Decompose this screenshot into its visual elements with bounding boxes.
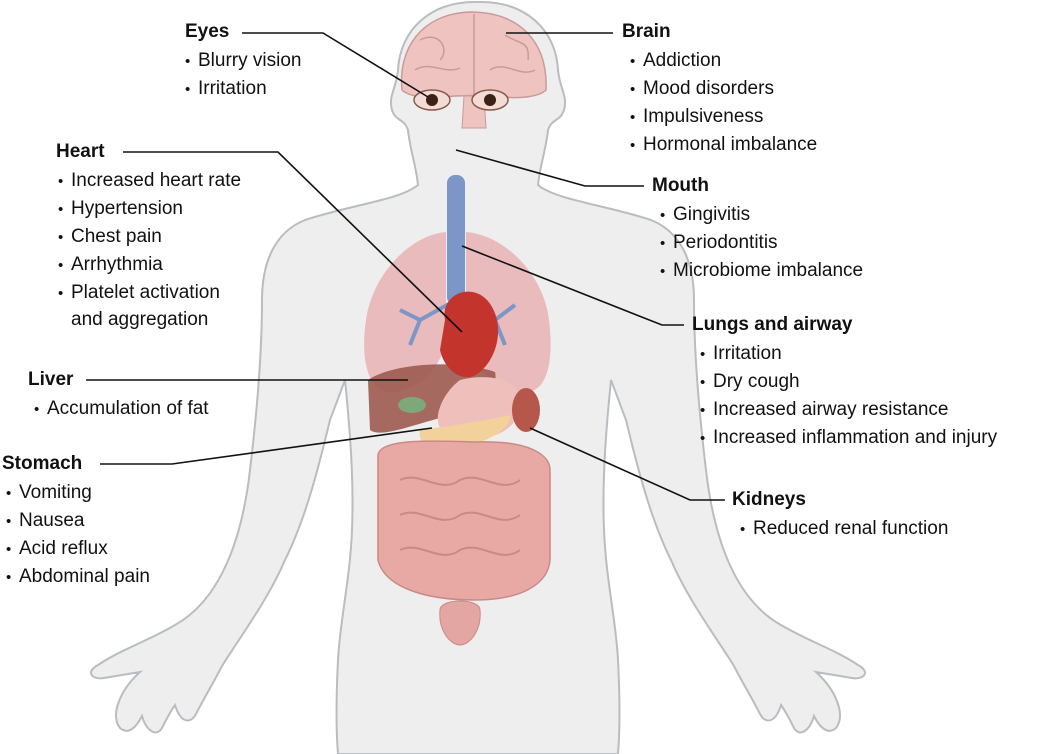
liver-callout: Liver •Accumulation of fat xyxy=(28,368,209,423)
lungs-callout: Lungs and airway •Irritation •Dry cough … xyxy=(692,313,997,452)
list-item: •Periodontitis xyxy=(660,232,778,253)
liver-effects-list: •Accumulation of fat xyxy=(34,395,209,423)
list-item: •Gingivitis xyxy=(660,204,751,225)
bronchial-tree xyxy=(399,298,517,346)
left-kidney xyxy=(512,388,540,432)
list-item: •Addiction xyxy=(630,50,722,71)
brain-title: Brain xyxy=(622,21,671,42)
list-item: •Acid reflux xyxy=(6,538,108,559)
stomach-leader-line xyxy=(100,427,433,465)
brain-effects-list: •Addiction •Mood disorders •Impulsivenes… xyxy=(630,47,817,159)
brain-folds xyxy=(414,14,536,96)
list-item: •Increased inflammation and injury xyxy=(700,427,998,448)
leader-lines xyxy=(86,32,725,501)
list-item: •Irritation xyxy=(700,343,782,364)
trachea xyxy=(447,175,465,305)
kidneys-leader-line xyxy=(529,427,725,501)
mouth-title: Mouth xyxy=(652,175,709,196)
gallbladder xyxy=(398,397,426,413)
lungs-leader-line xyxy=(461,245,684,326)
intestines xyxy=(377,440,551,601)
heart xyxy=(440,291,499,378)
list-item: •Vomiting xyxy=(6,482,92,503)
liver-title: Liver xyxy=(28,369,74,390)
kidneys-effects-list: •Reduced renal function xyxy=(740,515,948,543)
stomach-title: Stomach xyxy=(2,453,83,474)
list-item: •Irritation xyxy=(185,78,267,99)
eyes-title: Eyes xyxy=(185,21,230,42)
left-pupil xyxy=(426,94,438,106)
list-item: •Impulsiveness xyxy=(630,106,764,127)
list-item: •Arrhythmia xyxy=(58,254,163,275)
heart-effects-list: •Increased heart rate •Hypertension •Che… xyxy=(58,167,241,333)
right-pupil xyxy=(484,94,496,106)
list-item: •Microbiome imbalance xyxy=(660,260,864,281)
list-item: •Abdominal pain xyxy=(6,566,150,587)
eyes-callout: Eyes •Blurry vision •Irritation xyxy=(185,20,301,103)
list-item: •Dry cough xyxy=(700,371,800,392)
kidneys-title: Kidneys xyxy=(732,489,806,510)
stomach-effects-list: •Vomiting •Nausea •Acid reflux •Abdomina… xyxy=(6,479,150,591)
eyes-effects-list: •Blurry vision •Irritation xyxy=(185,47,301,103)
heart-leader-line xyxy=(123,151,463,333)
list-item: •Reduced renal function xyxy=(740,518,949,539)
list-item: •Hormonal imbalance xyxy=(630,134,818,155)
bladder xyxy=(439,600,481,646)
stomach-callout: Stomach •Vomiting •Nausea •Acid reflux •… xyxy=(2,452,150,591)
list-item: •Accumulation of fat xyxy=(34,398,209,419)
mouth-effects-list: •Gingivitis •Periodontitis •Microbiome i… xyxy=(660,201,863,285)
mouth-leader-line xyxy=(455,149,644,187)
eyes-leader-line xyxy=(242,32,429,98)
brain-callout: Brain •Addiction •Mood disorders •Impuls… xyxy=(622,20,817,159)
list-item: •Mood disorders xyxy=(630,78,774,99)
list-item: •Platelet activation and aggregation xyxy=(58,282,220,330)
heart-title: Heart xyxy=(56,141,105,162)
heart-callout: Heart •Increased heart rate •Hypertensio… xyxy=(56,140,241,333)
kidneys-callout: Kidneys •Reduced renal function xyxy=(732,488,948,543)
list-item: •Increased heart rate xyxy=(58,170,242,191)
list-item: •Nausea xyxy=(6,510,85,531)
list-item: •Blurry vision xyxy=(185,50,302,71)
lungs-effects-list: •Irritation •Dry cough •Increased airway… xyxy=(700,340,997,452)
list-item: •Chest pain xyxy=(58,226,162,247)
intestine-coils xyxy=(399,476,521,556)
mouth-callout: Mouth •Gingivitis •Periodontitis •Microb… xyxy=(652,174,863,285)
lungs-title: Lungs and airway xyxy=(692,314,853,335)
list-item: •Hypertension xyxy=(58,198,183,219)
list-item: •Increased airway resistance xyxy=(700,399,949,420)
